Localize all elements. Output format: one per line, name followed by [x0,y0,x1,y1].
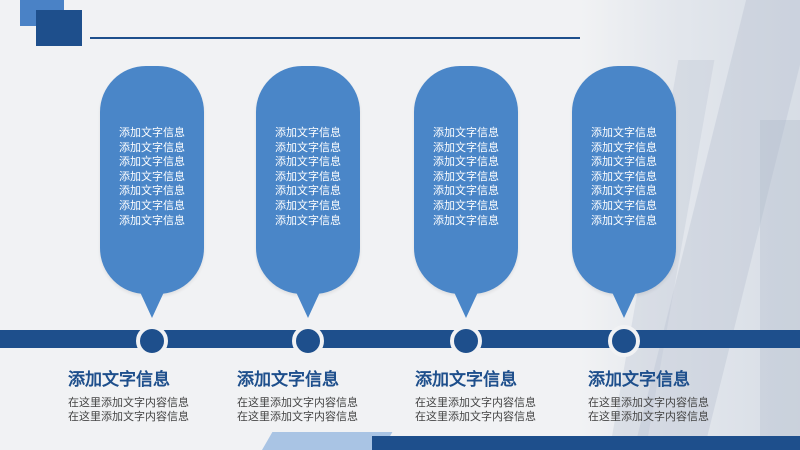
bubble-line: 添加文字信息 [433,126,499,139]
corner-decoration-dark [36,10,82,46]
desc-line: 在这里添加文字内容信息 [415,396,536,409]
bubble-line: 添加文字信息 [275,198,341,212]
column-desc-2: 在这里添加文字内容信息 在这里添加文字内容信息 [237,396,407,424]
bubble-line: 添加文字信息 [275,213,341,227]
desc-line: 在这里添加文字内容信息 [237,396,358,409]
desc-line: 在这里添加文字内容信息 [68,396,189,409]
bubble-text-3: 添加文字信息 添加文字信息 添加文字信息 添加文字信息 添加文字信息 添加文字信… [414,126,518,228]
timeline-bar [0,330,800,348]
column-desc-4: 在这里添加文字内容信息 在这里添加文字内容信息 [588,396,758,424]
bubble-line: 添加文字信息 [433,213,499,227]
bubble-text-1: 添加文字信息 添加文字信息 添加文字信息 添加文字信息 添加文字信息 添加文字信… [100,126,204,228]
bubble-line: 添加文字信息 [591,184,657,198]
desc-line: 在这里添加文字内容信息 [415,410,536,423]
column-title-3: 添加文字信息 [415,370,517,390]
bubble-line: 添加文字信息 [275,126,341,139]
bubble-line: 添加文字信息 [275,169,341,183]
timeline-node-2 [292,325,324,357]
bubble-line: 添加文字信息 [119,198,185,212]
timeline-node-1 [136,325,168,357]
bubble-line: 添加文字信息 [433,184,499,198]
bubble-line: 添加文字信息 [119,155,185,169]
column-title-2: 添加文字信息 [237,370,339,390]
column-desc-3: 在这里添加文字内容信息 在这里添加文字内容信息 [415,396,585,424]
info-bubble-4: 添加文字信息 添加文字信息 添加文字信息 添加文字信息 添加文字信息 添加文字信… [572,66,676,318]
desc-line: 在这里添加文字内容信息 [68,410,189,423]
desc-line: 在这里添加文字内容信息 [237,410,358,423]
bubble-line: 添加文字信息 [119,140,185,154]
bubble-line: 添加文字信息 [275,155,341,169]
bubble-line: 添加文字信息 [119,184,185,198]
bubble-line: 添加文字信息 [275,184,341,198]
bubble-line: 添加文字信息 [591,155,657,169]
bubble-line: 添加文字信息 [119,213,185,227]
bubble-line: 添加文字信息 [433,198,499,212]
header-rule [90,37,580,39]
info-bubble-2: 添加文字信息 添加文字信息 添加文字信息 添加文字信息 添加文字信息 添加文字信… [256,66,360,318]
bubble-line: 添加文字信息 [591,213,657,227]
desc-line: 在这里添加文字内容信息 [588,396,709,409]
bubble-line: 添加文字信息 [591,140,657,154]
timeline-node-4 [608,325,640,357]
bubble-line: 添加文字信息 [275,140,341,154]
column-title-1: 添加文字信息 [68,370,170,390]
info-bubble-3: 添加文字信息 添加文字信息 添加文字信息 添加文字信息 添加文字信息 添加文字信… [414,66,518,318]
bubble-line: 添加文字信息 [433,169,499,183]
building-shape [760,120,800,450]
bubble-line: 添加文字信息 [119,169,185,183]
bubble-line: 添加文字信息 [433,155,499,169]
bubble-line: 添加文字信息 [591,198,657,212]
bubble-line: 添加文字信息 [591,126,657,139]
column-title-4: 添加文字信息 [588,370,690,390]
info-bubble-1: 添加文字信息 添加文字信息 添加文字信息 添加文字信息 添加文字信息 添加文字信… [100,66,204,318]
column-desc-1: 在这里添加文字内容信息 在这里添加文字内容信息 [68,396,238,424]
bubble-text-2: 添加文字信息 添加文字信息 添加文字信息 添加文字信息 添加文字信息 添加文字信… [256,126,360,228]
desc-line: 在这里添加文字内容信息 [588,410,709,423]
bubble-line: 添加文字信息 [119,126,185,139]
bubble-line: 添加文字信息 [591,169,657,183]
footer-accent-dark [372,436,800,450]
bubble-line: 添加文字信息 [433,140,499,154]
bubble-text-4: 添加文字信息 添加文字信息 添加文字信息 添加文字信息 添加文字信息 添加文字信… [572,126,676,228]
timeline-node-3 [450,325,482,357]
